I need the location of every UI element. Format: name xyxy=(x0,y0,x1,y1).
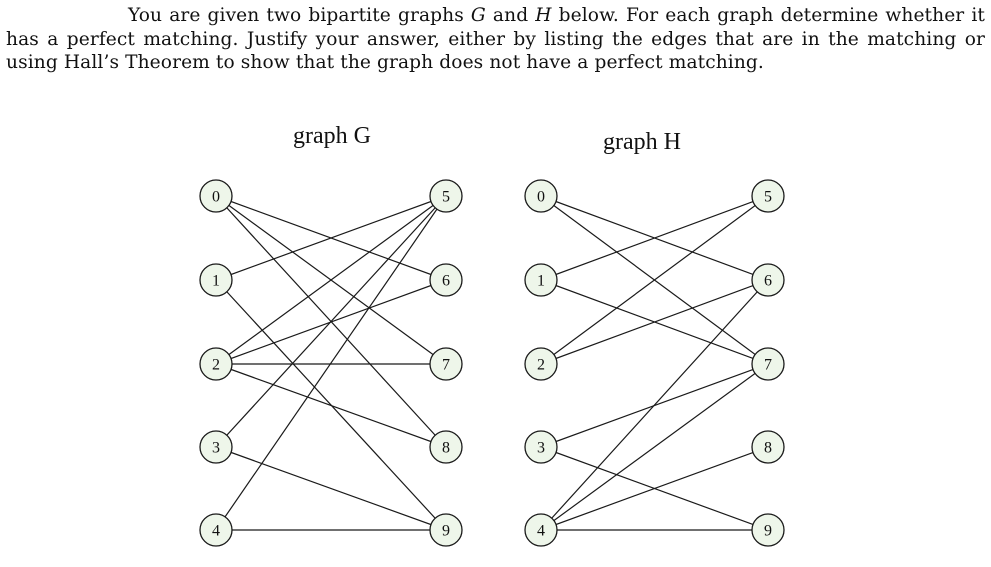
graph-g-node-1: 1 xyxy=(199,263,233,297)
graph-g-edge-4-5 xyxy=(215,195,447,531)
graph-h-node-9: 9 xyxy=(751,513,785,547)
graph-g-node-3: 3 xyxy=(199,430,233,464)
node-label: 5 xyxy=(442,189,450,206)
node-label: 1 xyxy=(212,273,220,290)
node-label: 7 xyxy=(442,357,450,374)
node-circle xyxy=(751,430,785,464)
node-label: 0 xyxy=(212,189,220,206)
graph-h-title: graph H xyxy=(603,129,681,155)
node-circle xyxy=(751,179,785,213)
problem-text-part1: You are given two bipartite graphs xyxy=(128,5,471,26)
node-circle xyxy=(199,347,233,381)
node-label: 4 xyxy=(212,523,220,540)
graph-h-edge-2-6 xyxy=(540,279,769,365)
graph-g-node-6: 6 xyxy=(429,263,463,297)
graph-g-edge-3-5 xyxy=(215,195,447,448)
node-circle xyxy=(199,430,233,464)
node-circle xyxy=(199,179,233,213)
graph-g-edge-2-5 xyxy=(215,195,447,365)
node-circle xyxy=(429,263,463,297)
node-circle xyxy=(524,513,558,547)
edges-layer xyxy=(215,195,769,531)
nodes-layer: 0 1 2 3 4 5 6 7 8 9 0 1 2 3 4 5 6 7 8 9 xyxy=(199,179,785,547)
graph-h-variable: H xyxy=(535,5,552,26)
graph-g-node-8: 8 xyxy=(429,430,463,464)
node-circle xyxy=(751,347,785,381)
node-circle xyxy=(524,430,558,464)
graph-g-node-7: 7 xyxy=(429,347,463,381)
graph-g-node-5: 5 xyxy=(429,179,463,213)
node-label: 9 xyxy=(442,523,450,540)
graph-g-node-0: 0 xyxy=(199,179,233,213)
graph-g-edge-1-5 xyxy=(215,195,447,281)
node-circle xyxy=(429,179,463,213)
node-label: 2 xyxy=(212,357,220,374)
graph-g-node-2: 2 xyxy=(199,347,233,381)
problem-text-part3: below. For each graph determine whether … xyxy=(6,5,985,74)
node-circle xyxy=(524,263,558,297)
node-circle xyxy=(199,513,233,547)
graph-h-node-4: 4 xyxy=(524,513,558,547)
problem-text-part2: and xyxy=(485,5,536,26)
node-label: 0 xyxy=(537,189,545,206)
graph-g-node-4: 4 xyxy=(199,513,233,547)
node-circle xyxy=(199,263,233,297)
node-label: 3 xyxy=(212,440,220,457)
node-label: 2 xyxy=(537,357,545,374)
node-label: 8 xyxy=(764,440,772,457)
graph-h-edge-2-5 xyxy=(540,195,769,365)
node-circle xyxy=(429,513,463,547)
node-label: 6 xyxy=(442,273,450,290)
node-circle xyxy=(429,347,463,381)
node-label: 5 xyxy=(764,189,772,206)
graph-g-edge-2-8 xyxy=(215,363,447,448)
graph-h-edge-4-7 xyxy=(540,363,769,531)
node-label: 1 xyxy=(537,273,545,290)
graph-h-edge-4-8 xyxy=(540,446,769,531)
graph-g-variable: G xyxy=(470,5,486,26)
titles-layer: graph G graph H xyxy=(293,123,681,155)
graph-h-node-1: 1 xyxy=(524,263,558,297)
node-label: 8 xyxy=(442,440,450,457)
node-circle xyxy=(751,513,785,547)
graph-h-node-6: 6 xyxy=(751,263,785,297)
graph-h-node-2: 2 xyxy=(524,347,558,381)
problem-statement: You are given two bipartite graphs G and… xyxy=(6,4,985,75)
node-circle xyxy=(524,347,558,381)
graph-h-node-8: 8 xyxy=(751,430,785,464)
graph-h-node-7: 7 xyxy=(751,347,785,381)
node-label: 3 xyxy=(537,440,545,457)
graph-h-node-5: 5 xyxy=(751,179,785,213)
graph-h-edge-1-5 xyxy=(540,195,769,281)
graph-h-edge-4-6 xyxy=(540,279,769,531)
graph-h-node-3: 3 xyxy=(524,430,558,464)
node-circle xyxy=(429,430,463,464)
node-circle xyxy=(751,263,785,297)
graph-g-title: graph G xyxy=(293,123,371,149)
node-label: 9 xyxy=(764,523,772,540)
node-label: 6 xyxy=(764,273,772,290)
graph-g-edge-3-9 xyxy=(215,446,447,531)
node-label: 7 xyxy=(764,357,772,374)
graph-h-node-0: 0 xyxy=(524,179,558,213)
node-label: 4 xyxy=(537,523,545,540)
graph-g-node-9: 9 xyxy=(429,513,463,547)
node-circle xyxy=(524,179,558,213)
